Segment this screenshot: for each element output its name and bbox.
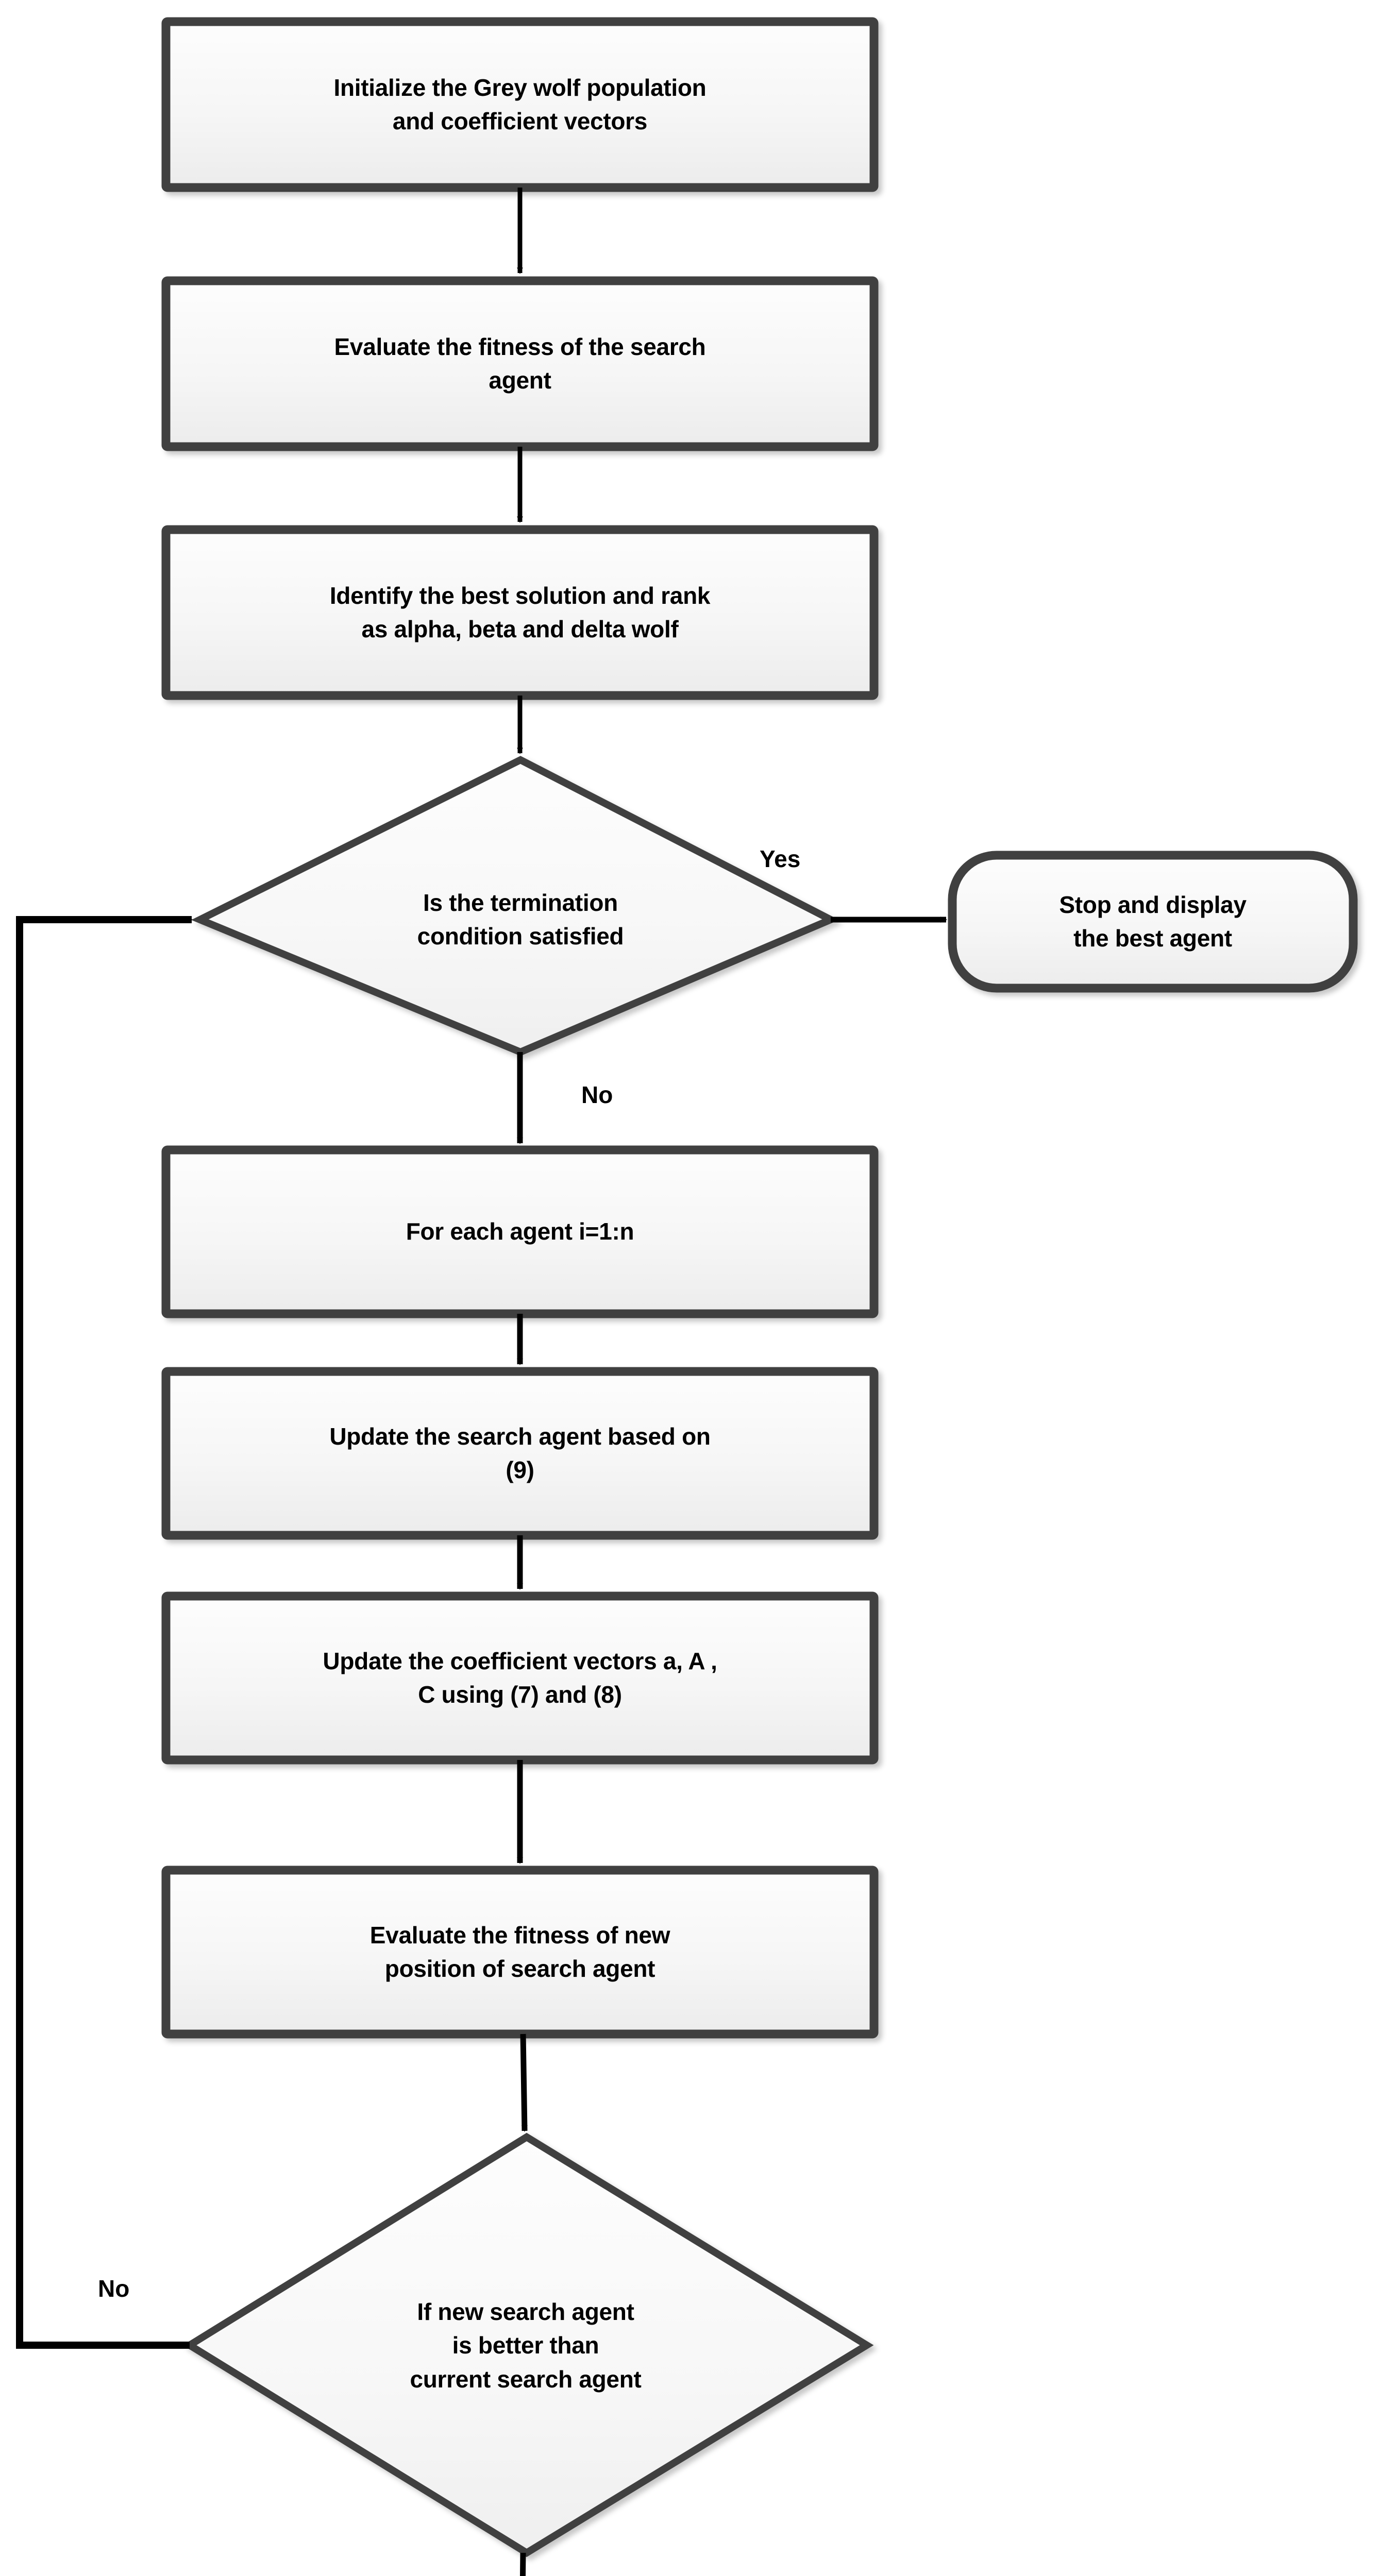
edge-evaluate-new-fitness-to-better-agent-decision — [520, 2033, 528, 2132]
node-evaluate-new-fitness-shape[interactable] — [161, 1866, 879, 2039]
node-for-each-agent-shape[interactable] — [161, 1145, 879, 1318]
node-identify-best-shape[interactable] — [161, 525, 879, 700]
node-update-search-agent-shape[interactable] — [161, 1367, 879, 1540]
node-evaluate-fitness-shape[interactable] — [161, 276, 879, 451]
edge-better-agent-decision-to-termination-decision — [16, 916, 193, 2349]
node-stop-display-shape[interactable] — [948, 851, 1358, 993]
node-termination-decision-shape[interactable] — [191, 756, 839, 1056]
edge-better-agent-decision-to-update-wolves — [519, 2552, 526, 2576]
node-init-shape[interactable] — [161, 17, 879, 192]
node-update-coefficients-shape[interactable] — [161, 1591, 879, 1765]
node-better-agent-decision-shape[interactable] — [182, 2132, 874, 2557]
